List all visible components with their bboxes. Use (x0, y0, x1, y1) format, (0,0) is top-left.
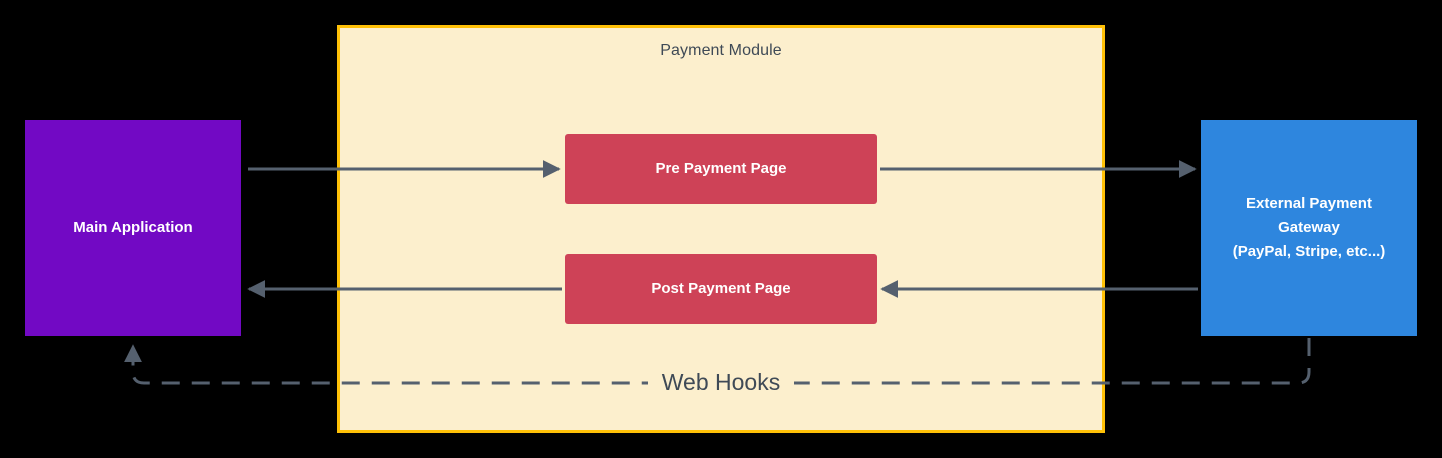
node-main-application-label: Main Application (73, 219, 193, 236)
payment-module-container: Payment Module (337, 25, 1105, 433)
node-pre-payment-page[interactable]: Pre Payment Page (565, 134, 877, 204)
webhooks-edge-label: Web Hooks (648, 367, 794, 397)
payment-module-title: Payment Module (660, 42, 782, 59)
node-external-payment-gateway-label: External Payment Gateway (PayPal, Stripe… (1232, 195, 1386, 260)
node-post-payment-page[interactable]: Post Payment Page (565, 254, 877, 324)
node-pre-payment-page-label: Pre Payment Page (655, 160, 787, 177)
node-post-payment-page-label: Post Payment Page (651, 280, 791, 297)
node-external-payment-gateway[interactable]: External Payment Gateway (PayPal, Stripe… (1201, 120, 1417, 336)
edge-gateway-webhooks-to-main (124, 338, 1311, 385)
node-main-application[interactable]: Main Application (25, 120, 241, 336)
